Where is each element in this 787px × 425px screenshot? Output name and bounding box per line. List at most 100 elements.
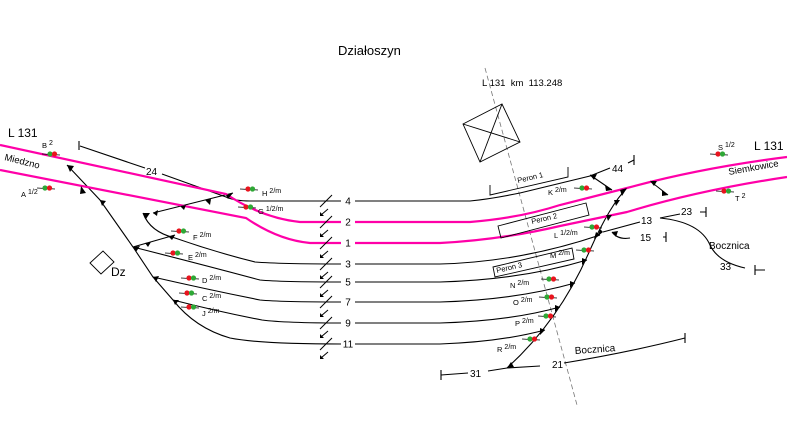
signal-lamp-icon bbox=[715, 151, 721, 157]
track-end-15: 15 bbox=[640, 233, 652, 244]
track-number-bg bbox=[341, 237, 355, 249]
signal-lamp-icon bbox=[579, 185, 585, 191]
platform-3-label: Peron 3 bbox=[495, 260, 523, 275]
signal-lamp-icon bbox=[190, 304, 197, 310]
signal-name: S bbox=[718, 143, 723, 152]
track-end-44: 44 bbox=[612, 164, 624, 175]
signal-aspect: 2/m bbox=[522, 318, 534, 325]
signal-aspect: 2/m bbox=[521, 297, 533, 304]
crossing-box-icon bbox=[462, 103, 521, 163]
break-arrow-icon bbox=[320, 229, 329, 237]
signal-name: F bbox=[193, 233, 198, 242]
signal-name: B bbox=[42, 141, 47, 150]
signal-name: K bbox=[548, 188, 553, 197]
signal-aspect: 1/2/m bbox=[560, 230, 578, 237]
signal-name: T bbox=[735, 194, 740, 203]
signal-name: J bbox=[202, 309, 206, 318]
switches bbox=[67, 165, 668, 368]
signal-lamp-icon bbox=[593, 224, 600, 230]
signal-lamp-icon bbox=[719, 151, 726, 157]
line-km-label: L 131 km 113.248 bbox=[482, 78, 562, 89]
signal-lamp-icon bbox=[190, 275, 197, 281]
signal-lamp-icon bbox=[186, 304, 192, 310]
track-breaks bbox=[319, 194, 333, 359]
break-slash bbox=[319, 236, 333, 250]
break-arrow-icon bbox=[320, 250, 329, 258]
signal-lamp-icon bbox=[527, 336, 533, 342]
signal-aspect: 2/m bbox=[209, 275, 221, 282]
signal-lamp-icon bbox=[170, 250, 176, 256]
track-number-7: 7 bbox=[345, 298, 351, 309]
break-slash bbox=[319, 194, 333, 208]
left-direction-label: Miedzno bbox=[3, 152, 41, 171]
track-number-bg bbox=[341, 338, 355, 350]
signal-name: C bbox=[202, 294, 208, 303]
track-end-21: 21 bbox=[552, 360, 564, 371]
signal-aspect: 1/2 bbox=[28, 189, 38, 196]
track-end-23: 23 bbox=[681, 207, 693, 218]
break-arrow-icon bbox=[320, 289, 329, 297]
track-number-9: 9 bbox=[345, 319, 351, 330]
break-arrow-icon bbox=[320, 271, 329, 279]
signal-lamp-icon bbox=[47, 151, 53, 157]
track-number-bg bbox=[341, 296, 355, 308]
signal-lamp-icon bbox=[249, 186, 256, 192]
signal-lamp-icon bbox=[184, 290, 190, 296]
signal-lamp-icon bbox=[721, 188, 727, 194]
track-end-24: 24 bbox=[146, 167, 158, 178]
signal-aspect: 2 bbox=[49, 140, 53, 147]
track-number-1: 1 bbox=[345, 239, 351, 250]
track-number-bg bbox=[341, 317, 355, 329]
break-arrow-head bbox=[320, 355, 324, 359]
signal-lamp-icon bbox=[581, 247, 587, 253]
signal-lamp-icon bbox=[725, 188, 732, 194]
signal-name: R bbox=[497, 345, 503, 354]
break-slash bbox=[319, 215, 333, 229]
break-arrow-head bbox=[320, 313, 324, 317]
break-arrow-head bbox=[320, 275, 324, 279]
signal-aspect: 2 bbox=[742, 193, 746, 200]
track-end-13: 13 bbox=[641, 216, 653, 227]
siding-label-upper: Bocznica bbox=[709, 241, 750, 252]
signal-name: M bbox=[550, 251, 556, 260]
siding-label-lower: Bocznica bbox=[574, 343, 616, 357]
signal-lamp-icon bbox=[180, 228, 187, 234]
main-track-1 bbox=[0, 168, 787, 245]
dz-building bbox=[89, 250, 115, 275]
signal-name: E bbox=[188, 253, 193, 262]
track-number-bg bbox=[341, 258, 355, 270]
signal-name: H bbox=[262, 189, 267, 198]
signal-aspect: 2/m bbox=[209, 293, 221, 300]
platform-2 bbox=[497, 202, 590, 239]
signal-lamp-icon bbox=[550, 276, 557, 282]
signal-aspect: 2/m bbox=[208, 308, 220, 315]
signal-name: D bbox=[202, 276, 208, 285]
break-arrow-icon bbox=[320, 309, 329, 317]
break-arrow-head bbox=[320, 254, 324, 258]
station-title: Działoszyn bbox=[338, 43, 401, 58]
